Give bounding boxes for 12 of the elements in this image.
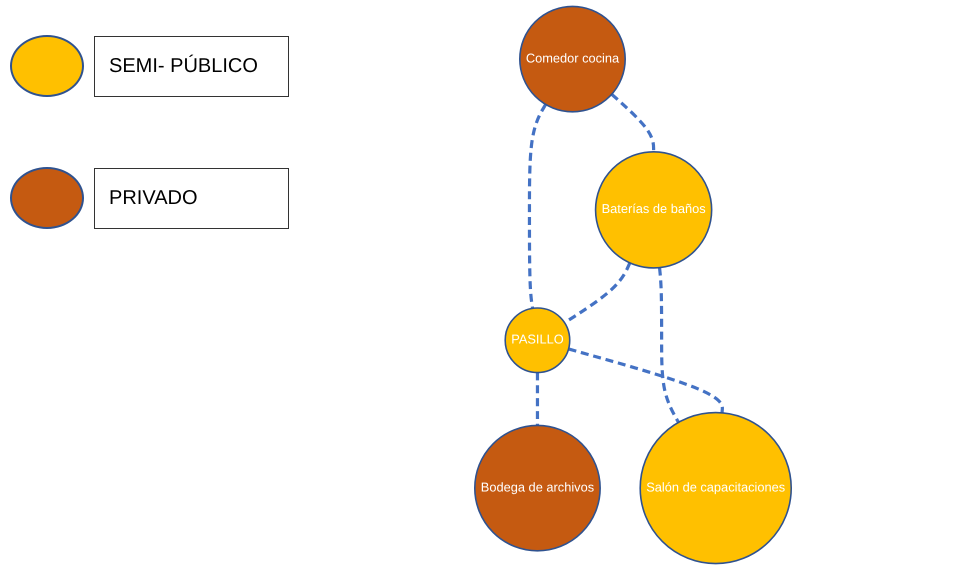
- dashed-connector: [568, 347, 724, 413]
- legend-label: PRIVADO: [94, 168, 289, 228]
- circle-node: Salón de capacitaciones: [639, 412, 792, 564]
- legend-label: SEMI- PÚBLICO: [94, 36, 289, 96]
- dashed-connector: [536, 372, 540, 426]
- circle-node: Comedor cocina: [519, 6, 626, 113]
- circle-node: Baterías de baños: [594, 151, 712, 269]
- circle-node: PASILLO: [504, 307, 571, 374]
- dashed-connector: [528, 104, 548, 309]
- dashed-connector: [658, 267, 680, 424]
- circle-node: Bodega de archivos: [474, 424, 601, 552]
- dashed-connector: [610, 93, 656, 152]
